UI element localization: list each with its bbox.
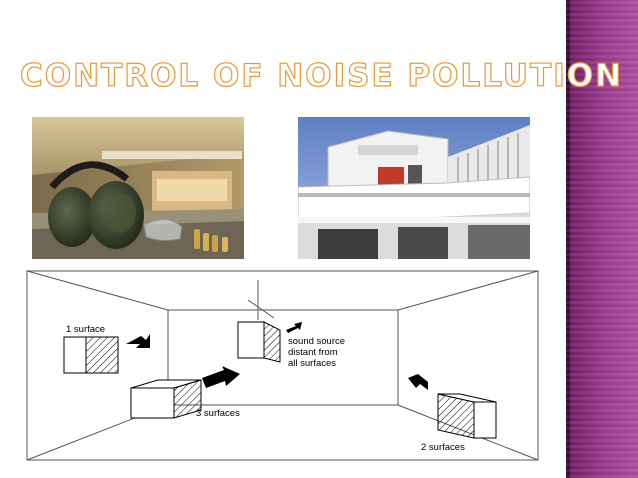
sound-source-diagram: 1 surface sound source distant from all … — [26, 270, 539, 461]
label-source-line3: all surfaces — [288, 358, 336, 369]
earmuffs-photo — [32, 117, 244, 259]
earmuffs-illustration — [32, 117, 244, 259]
label-source-line1: sound source — [288, 336, 345, 347]
source-distant — [237, 321, 281, 363]
building-illustration — [298, 117, 530, 259]
source-three-surfaces — [130, 379, 202, 419]
room-edge-top-right — [397, 270, 539, 311]
label-three-surfaces: 3 surfaces — [196, 408, 240, 419]
room-edge-top-left — [26, 270, 169, 311]
label-source-line2: distant from — [288, 347, 338, 358]
arrow-source — [286, 322, 302, 333]
label-one-surface: 1 surface — [66, 324, 105, 335]
decorative-side-band — [566, 0, 638, 478]
arrow-three-surfaces — [202, 366, 240, 388]
apartment-building-photo — [298, 117, 530, 259]
label-two-surfaces: 2 surfaces — [421, 442, 465, 453]
arrow-two-surfaces — [408, 372, 428, 390]
room-back-wall — [167, 309, 399, 406]
source-two-surfaces — [437, 393, 497, 439]
arrow-one-surface — [126, 334, 150, 348]
slide-title: Control of Noise Pollution — [19, 57, 624, 94]
source-hanger-diagonal — [247, 299, 275, 319]
source-one-surface — [63, 336, 119, 374]
